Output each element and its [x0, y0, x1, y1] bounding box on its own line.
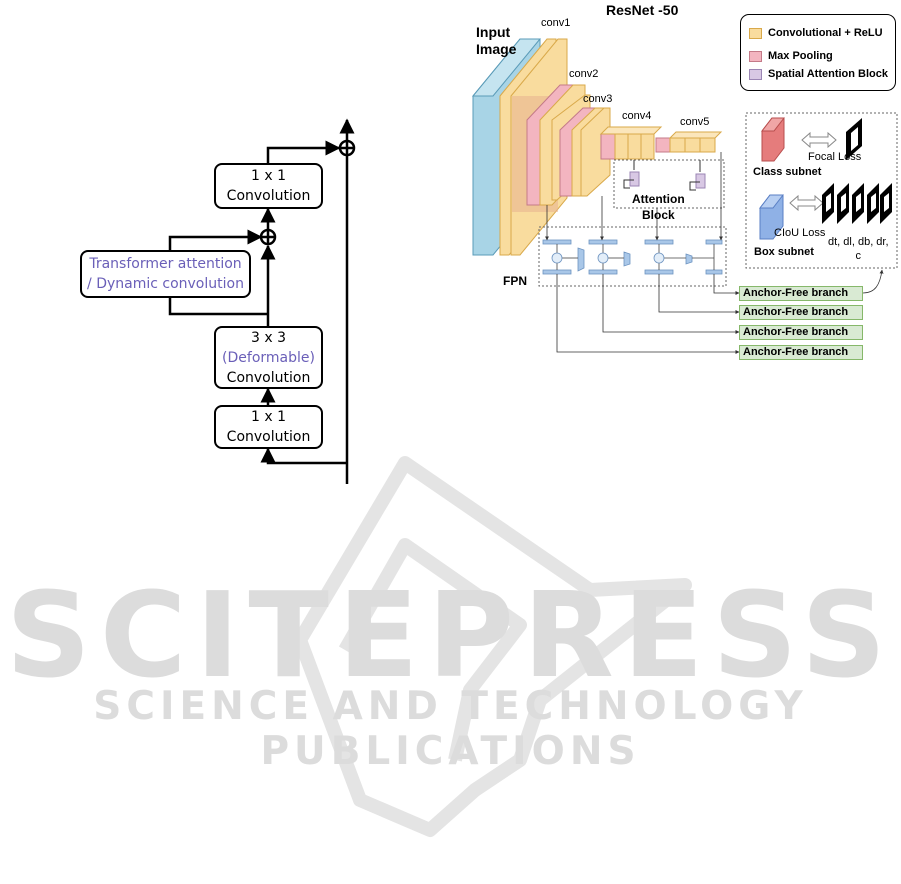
bottom-1x1-conv-block: 1 x 1 Convolution — [214, 405, 323, 449]
deformable-conv-block: 3 x 3 (Deformable) Convolution — [214, 326, 323, 389]
anchor-free-branch-4: Anchor-Free branch — [739, 345, 863, 360]
head-frame — [745, 112, 898, 269]
conv5-layers — [655, 131, 723, 153]
conv2-label: conv2 — [569, 68, 599, 80]
attention-block-frame — [613, 159, 725, 209]
anchor-free-branch-3: Anchor-Free branch — [739, 325, 863, 340]
fpn-label: FPN — [503, 274, 527, 288]
box-output-maps — [822, 183, 892, 224]
focal-loss-label: Focal Loss — [808, 151, 862, 163]
watermark-sub-text: SCIENCE AND TECHNOLOGY PUBLICATIONS — [93, 684, 808, 774]
class-output-map — [846, 118, 862, 160]
top-output-line — [266, 140, 341, 163]
conv5-label: conv5 — [680, 116, 710, 128]
box-subnet-block — [758, 194, 785, 240]
transformer-attention-block: Transformer attention / Dynamic convolut… — [80, 250, 251, 298]
input-line — [260, 447, 347, 465]
focal-loss-arrow — [801, 131, 837, 149]
conv-relu-swatch — [749, 27, 762, 39]
spatial-attention-swatch — [749, 68, 762, 80]
attention-output-line — [168, 229, 263, 250]
ciou-loss-label: CIoU Loss — [774, 227, 826, 239]
attention-block-label: Attention Block — [632, 192, 685, 222]
fpn-bars — [542, 239, 723, 275]
watermark-main-text: SCITEPRESS — [5, 566, 896, 704]
legend-item-maxpool: Max Pooling — [749, 49, 833, 63]
branch-connectors — [556, 269, 884, 354]
ciou-loss-arrow — [789, 194, 824, 212]
spatial-attention-cubes — [629, 171, 706, 189]
anchor-free-branch-1: Anchor-Free branch — [739, 286, 863, 301]
box-subnet-label: Box subnet — [754, 246, 814, 258]
class-subnet-block — [760, 117, 786, 162]
conv1-label: conv1 — [541, 17, 571, 29]
max-pooling-swatch — [749, 50, 762, 62]
attention-input-line — [168, 298, 268, 316]
conv3-layers — [559, 107, 611, 197]
resnet-title: ResNet -50 — [606, 2, 679, 18]
fpn-sum-nodes — [551, 252, 665, 264]
conv4-label: conv4 — [622, 110, 652, 122]
class-subnet-label: Class subnet — [753, 166, 822, 178]
anchor-free-branch-2: Anchor-Free branch — [739, 305, 863, 320]
conv4-layers — [599, 126, 663, 160]
box-outputs-label: dt, dl, db, dr, c — [828, 236, 889, 262]
input-image-label: Input Image — [476, 24, 517, 57]
legend-item-attention: Spatial Attention Block — [749, 67, 888, 81]
legend: Convolutional + ReLU Max Pooling Spatial… — [740, 14, 896, 91]
top-1x1-conv-block: 1 x 1 Convolution — [214, 163, 323, 209]
fpn-frame — [538, 226, 727, 287]
legend-item-conv: Convolutional + ReLU — [749, 26, 883, 40]
conv3-label: conv3 — [583, 93, 613, 105]
